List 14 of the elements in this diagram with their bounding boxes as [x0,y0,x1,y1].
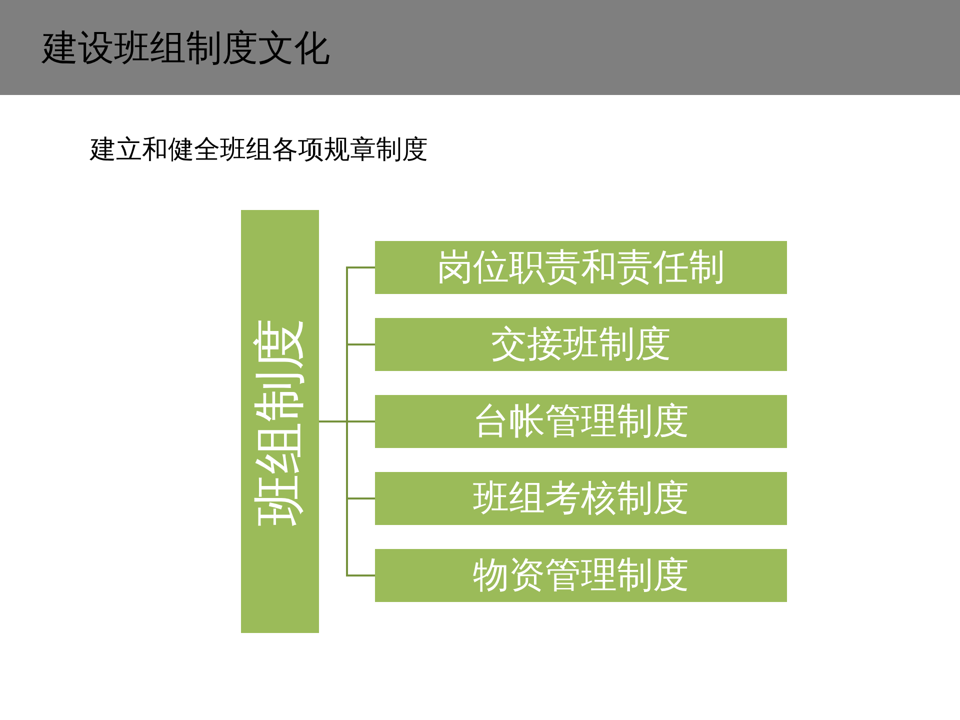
box-label: 班组考核制度 [473,477,689,521]
item-box [375,549,787,602]
category-box [241,210,319,633]
box-label: 台帐管理制度 [473,400,689,444]
subtitle-text: 建立和健全班组各项规章制度 [90,134,428,167]
slide-title: 建设班组制度文化 [42,27,330,71]
item-box [375,241,787,294]
item-box [375,395,787,448]
box-label: 班组制度 [249,318,311,526]
box-label: 物资管理制度 [473,554,689,598]
box-label: 岗位职责和责任制 [437,246,725,290]
box-label: 交接班制度 [491,323,671,367]
item-box [375,472,787,525]
item-box [375,318,787,371]
